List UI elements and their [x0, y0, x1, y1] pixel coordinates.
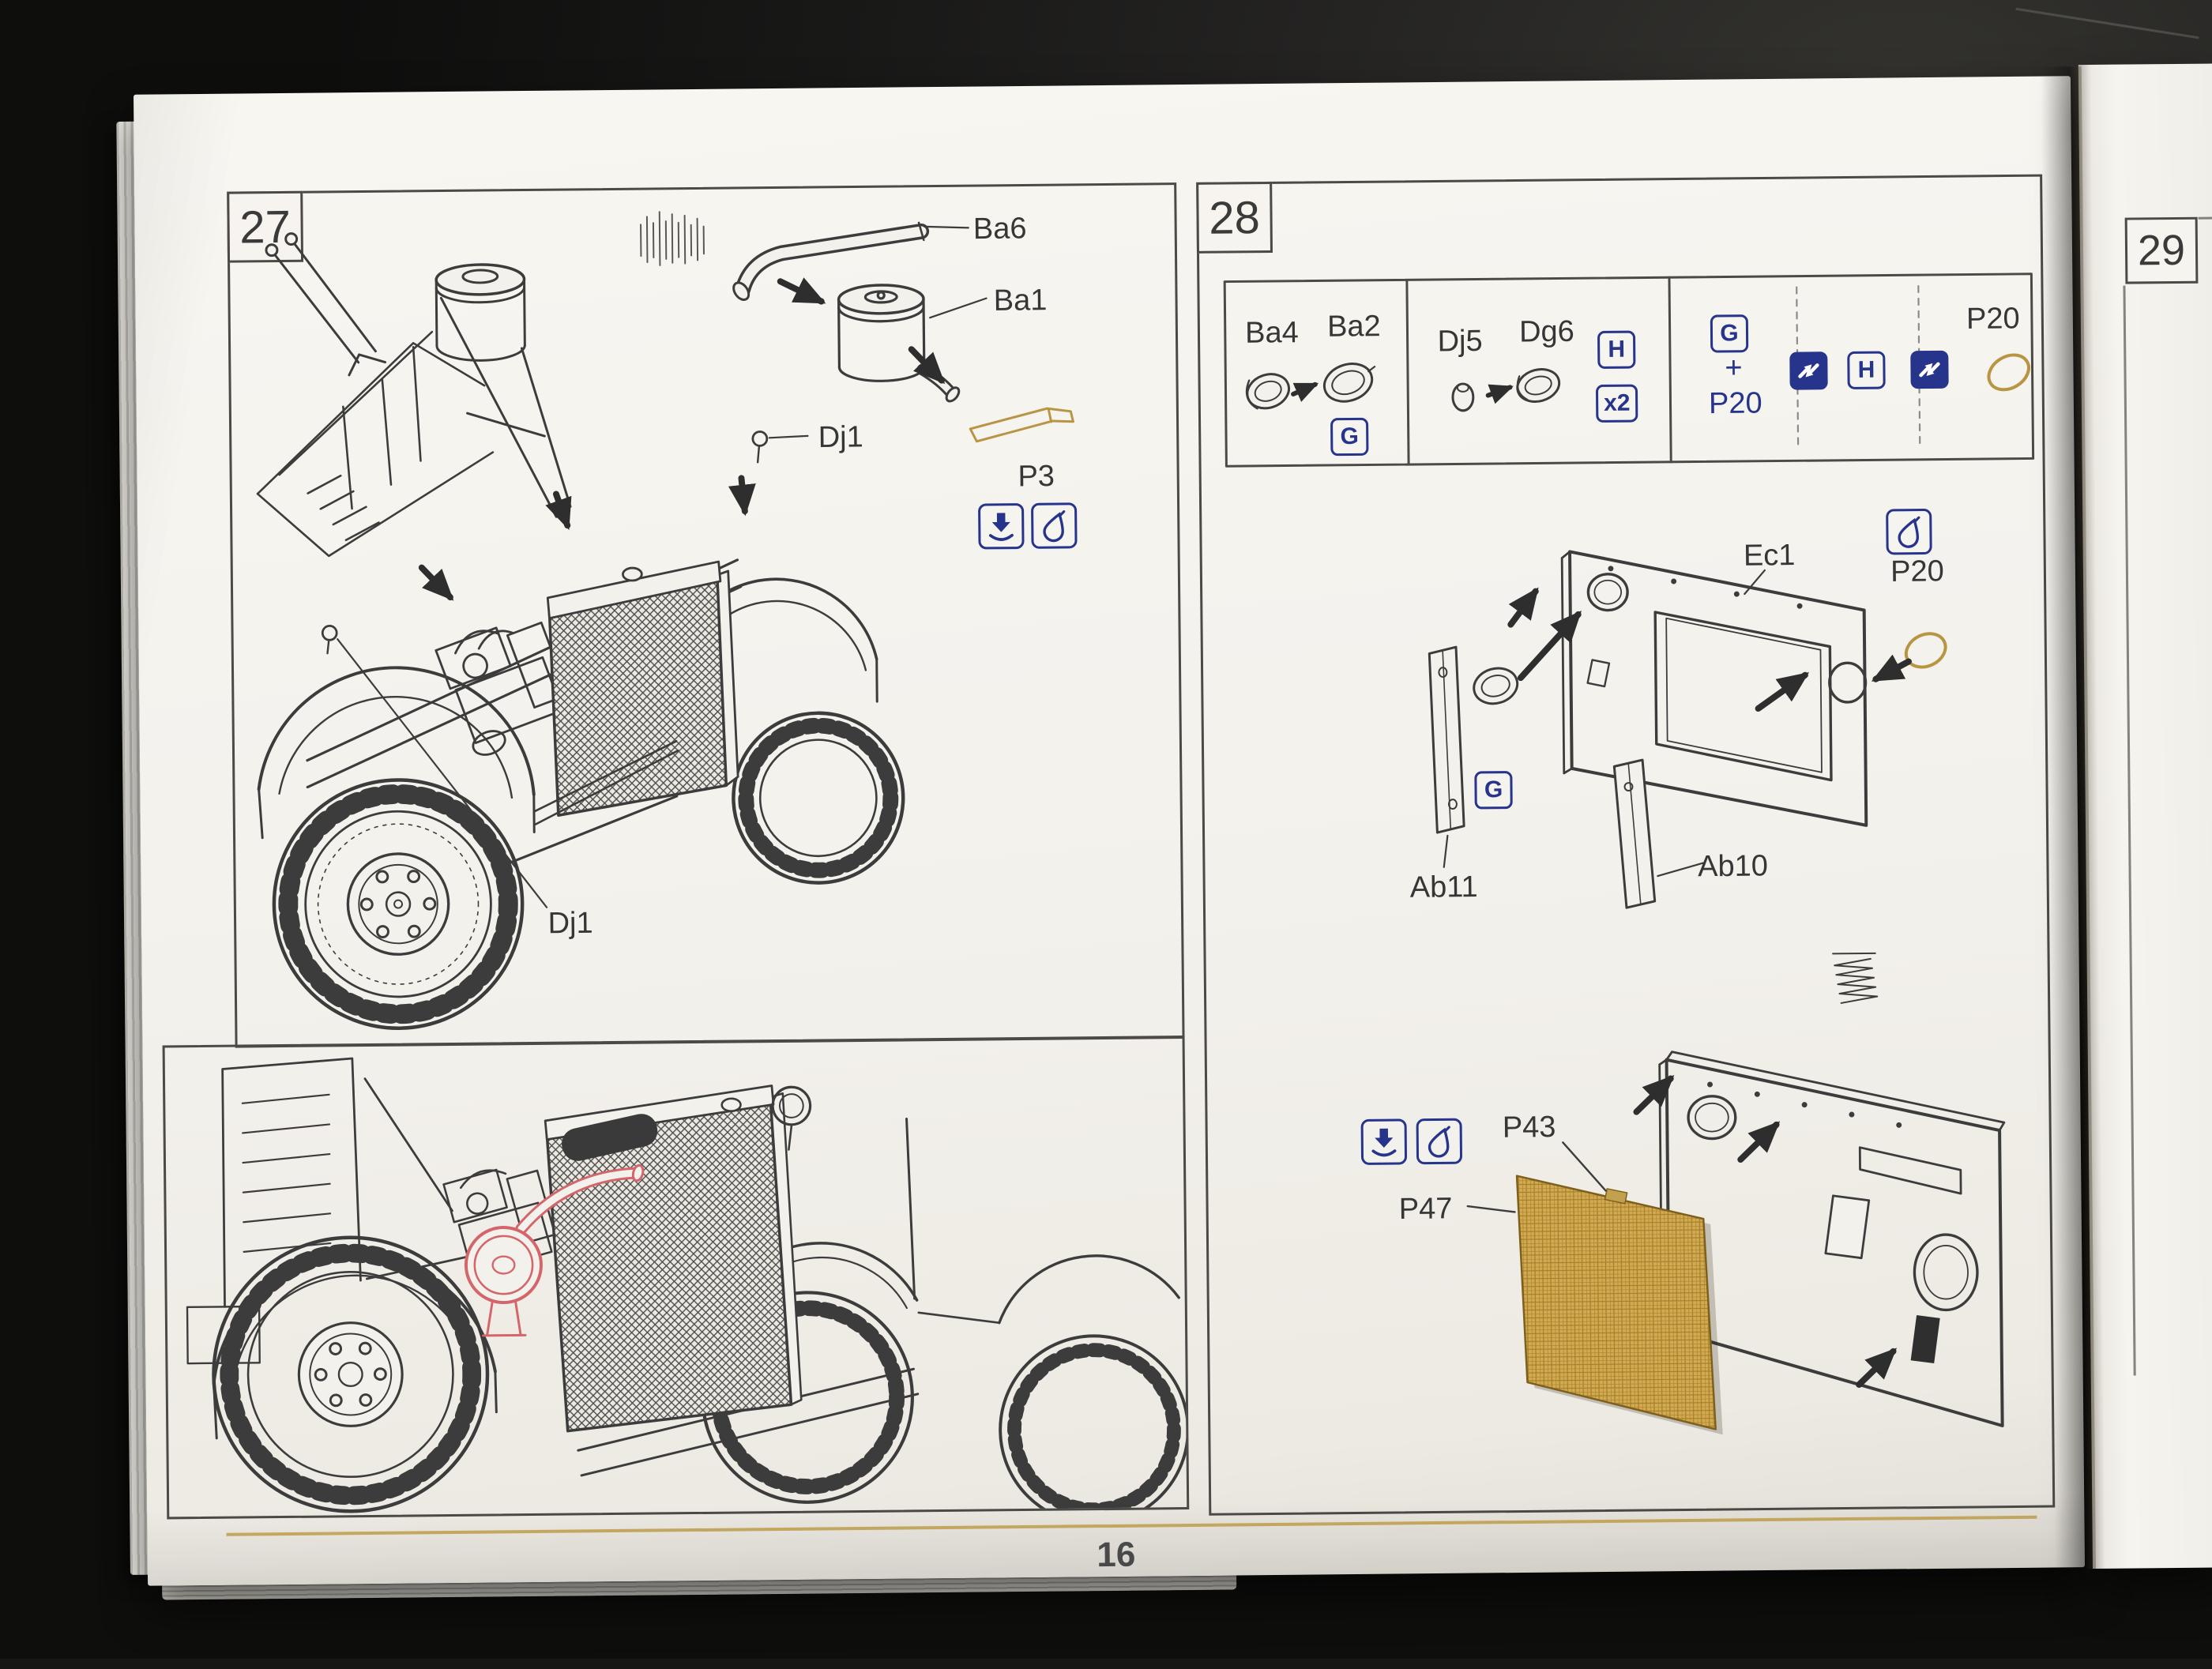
option-h-box: H: [1597, 330, 1636, 369]
part-p43-pe-strip: [1604, 1188, 1628, 1205]
part-ab11-bracket: [1428, 645, 1465, 834]
radiator: [546, 560, 739, 817]
direction-arrows: [1291, 382, 1912, 1388]
press-fit-icon: [978, 502, 1025, 550]
option-h-box: H: [1847, 351, 1886, 389]
step-28-panel: 28: [1196, 174, 2056, 1516]
part-label-p47: P47: [1398, 1192, 1453, 1226]
label-leader-lines: [924, 225, 988, 319]
swap-arrows-glyph: [1919, 362, 1940, 378]
front-left-wheel: [272, 778, 525, 1030]
plus-sign: +: [1725, 351, 1743, 385]
intake-duct: [562, 1114, 658, 1161]
left-wheel-installed: [212, 1235, 490, 1513]
part-label-ba4: Ba4: [1244, 316, 1299, 350]
far-right-wheel: [917, 1254, 1187, 1517]
part-label-ab11: Ab11: [1409, 870, 1478, 904]
control-levers: [265, 232, 387, 377]
option-g-box: G: [1330, 417, 1369, 457]
part-label-p20-right: P20: [1966, 302, 2020, 336]
part-p3-pe-bracket: [969, 407, 1074, 443]
step-27-line-art: [256, 211, 1074, 1030]
part-label-dj1-lower: Dj1: [547, 906, 593, 941]
part-label-ab10: Ab10: [1697, 849, 1769, 884]
direction-arrows: [418, 277, 946, 601]
part-p20-ring-glyph: [1987, 353, 2030, 392]
part-label-dg6: Dg6: [1518, 314, 1575, 349]
glue-drop-glyph: [1043, 510, 1066, 543]
part-ba1-canister: [837, 284, 961, 403]
lower-firewall-plate: [1658, 1051, 2006, 1427]
part-dj5-glyph: [1451, 382, 1475, 412]
glue-icon: [1416, 1118, 1463, 1165]
option-g-box: G: [1710, 314, 1749, 353]
swap-arrows-glyph: [1798, 363, 1819, 378]
air-cleaner-left: [434, 263, 572, 518]
step-27-result-panel: [162, 1036, 1190, 1520]
part-ba6-pipe: [732, 221, 930, 301]
part-label-ba6: Ba6: [972, 212, 1027, 246]
engine-block: [434, 621, 570, 756]
step-29-number: 29: [2137, 226, 2186, 275]
part-label-p43: P43: [1502, 1111, 1556, 1145]
part-label-p20-main: P20: [1890, 554, 1944, 588]
part-label-p3: P3: [1018, 460, 1055, 494]
print-scribble: [1832, 952, 1879, 1004]
front-fender: [257, 666, 679, 840]
step-27-panel: 27: [227, 182, 1185, 1048]
label-leader-lines: [1443, 569, 1766, 878]
option-g-box: G: [1474, 771, 1513, 810]
part-dg6-glyph: [1516, 368, 1561, 403]
part-ba2-glyph: [1322, 363, 1376, 403]
left-page: 27: [134, 76, 2086, 1586]
page-number: 16: [1097, 1535, 1136, 1575]
right-page-edge: 29: [2078, 63, 2212, 1569]
part-p20-ring-main: [1904, 632, 1947, 669]
part-label-ec1: Ec1: [1743, 539, 1796, 573]
firewall-plate: [1560, 550, 1868, 827]
part-ba4-glyph: [1245, 373, 1291, 410]
press-fit-icon: [1360, 1118, 1408, 1165]
part-cup-on-bracket: [1473, 667, 1519, 705]
step-27-result-line-art: [186, 1057, 1187, 1517]
part-label-ba1: Ba1: [993, 284, 1048, 318]
press-fit-glyph: [988, 513, 1014, 541]
step-28-line-art: [1223, 273, 2035, 1435]
glue-icon: [1886, 508, 1932, 555]
cab-frame: [256, 330, 495, 558]
part-label-ba2: Ba2: [1326, 310, 1381, 344]
lower-label-leaders: [1466, 1141, 1607, 1213]
dj1-lower-part: [321, 624, 548, 908]
step-29-panel-border-top: [2198, 216, 2212, 220]
front-right-wheel: [732, 711, 905, 885]
glue-icon: [1031, 502, 1078, 549]
step-29-number-box: 29: [2124, 216, 2199, 284]
dj1-upper-part: [751, 430, 809, 464]
glue-drop-glyph: [1898, 516, 1920, 548]
part-p47-pe-mesh: [1515, 1175, 1723, 1435]
part-label-dj1-upper: Dj1: [818, 420, 863, 454]
quantity-x2-box: x2: [1595, 384, 1638, 423]
swap-parts-icon: [1910, 350, 1949, 389]
press-fit-glyph: [1371, 1128, 1397, 1157]
step-29-panel-border: [2123, 285, 2136, 1376]
part-label-p20: P20: [1708, 386, 1762, 421]
swap-parts-icon: [1789, 351, 1828, 390]
headlight: [771, 1085, 812, 1151]
glue-drop-glyph: [1428, 1126, 1450, 1158]
part-label-dj5: Dj5: [1437, 324, 1483, 359]
print-mark-lines: [640, 211, 705, 266]
part-ab10-bracket: [1612, 758, 1657, 909]
air-cleaner-highlighted-red: [464, 1163, 645, 1337]
